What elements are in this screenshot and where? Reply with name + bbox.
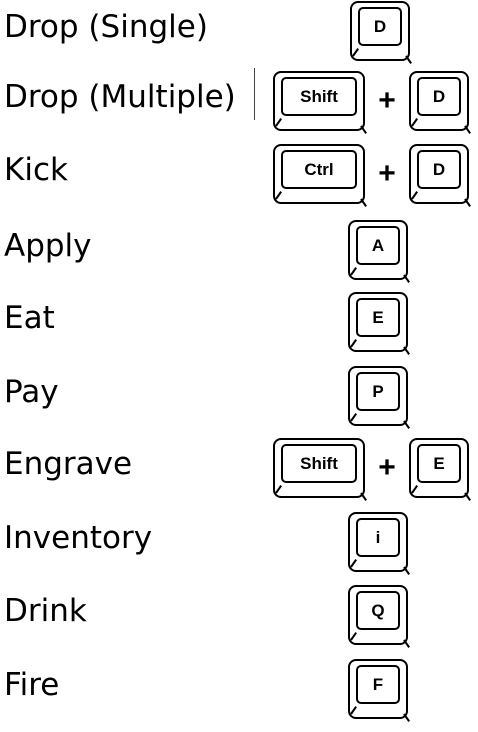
key-shift: Shift — [273, 438, 367, 501]
binding-row-inventory: Inventory i — [0, 511, 478, 585]
key-p: P — [348, 366, 410, 429]
key-combo: Shift + E — [273, 437, 471, 501]
binding-row-apply: Apply A — [0, 219, 478, 293]
text-cursor — [254, 68, 255, 120]
binding-row-pay: Pay P — [0, 365, 478, 439]
key-combo: Ctrl + D — [273, 143, 471, 207]
key-d: D — [409, 71, 471, 134]
key-combo: i — [348, 511, 410, 575]
key-combo: A — [348, 219, 410, 283]
key-d: D — [409, 144, 471, 207]
binding-row-drop-multiple: Drop (Multiple) Shift + D — [0, 70, 478, 144]
key-combo: Q — [348, 584, 410, 648]
key-e: E — [348, 292, 410, 355]
action-label: Drink — [4, 593, 87, 629]
key-f: F — [348, 659, 410, 722]
key-combo: D — [350, 0, 412, 64]
key-q: Q — [348, 585, 410, 648]
action-label: Apply — [4, 228, 92, 264]
plus-separator: + — [378, 84, 396, 117]
action-label: Drop (Multiple) — [4, 79, 236, 115]
key-combo: Shift + D — [273, 70, 471, 134]
binding-row-engrave: Engrave Shift + E — [0, 437, 478, 511]
binding-row-fire: Fire F — [0, 658, 478, 732]
key-combo: P — [348, 365, 410, 429]
action-label: Pay — [4, 374, 59, 410]
key-combo: F — [348, 658, 410, 722]
action-label: Fire — [4, 667, 60, 703]
key-i: i — [348, 512, 410, 575]
action-label: Eat — [4, 300, 55, 336]
key-ctrl: Ctrl — [273, 144, 367, 207]
key-a: A — [348, 220, 410, 283]
plus-separator: + — [378, 451, 396, 484]
key-d: D — [350, 1, 412, 64]
binding-row-eat: Eat E — [0, 291, 478, 365]
key-e: E — [409, 438, 471, 501]
key-shift: Shift — [273, 71, 367, 134]
binding-row-drop-single: Drop (Single) D — [0, 0, 478, 74]
plus-separator: + — [378, 157, 396, 190]
binding-row-drink: Drink Q — [0, 584, 478, 658]
key-combo: E — [348, 291, 410, 355]
binding-row-kick: Kick Ctrl + D — [0, 143, 478, 217]
action-label: Kick — [4, 152, 68, 188]
action-label: Inventory — [4, 520, 153, 556]
action-label: Engrave — [4, 446, 133, 482]
action-label: Drop (Single) — [4, 9, 208, 45]
